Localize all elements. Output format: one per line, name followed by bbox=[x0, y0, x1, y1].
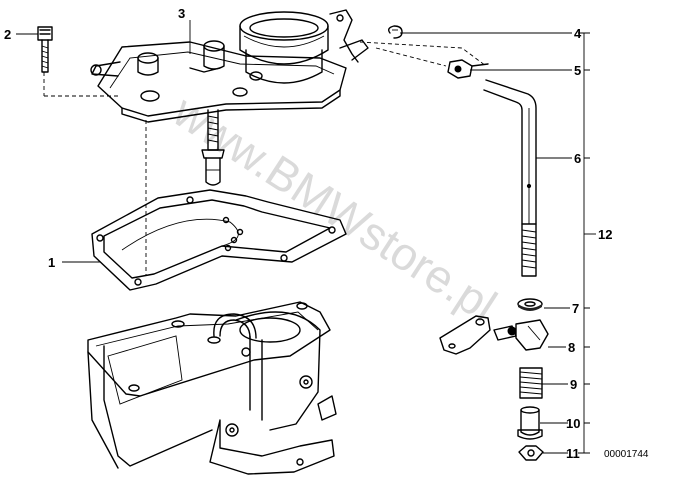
callout-4: 4 bbox=[574, 26, 582, 41]
spring-part bbox=[519, 367, 543, 399]
callout-12: 12 bbox=[598, 227, 612, 242]
callout-1: 1 bbox=[48, 255, 55, 270]
watermark: www.BMWstore.pl bbox=[164, 84, 506, 331]
screw-part bbox=[37, 26, 53, 73]
callout-9: 9 bbox=[570, 377, 577, 392]
nut-part bbox=[518, 445, 544, 461]
callout-6: 6 bbox=[574, 151, 581, 166]
callouts: 1 2 3 4 5 6 7 8 9 10 11 12 bbox=[4, 6, 612, 461]
gasket-part bbox=[91, 189, 347, 291]
washer-part bbox=[517, 298, 543, 311]
carburetor-body bbox=[87, 301, 337, 475]
leader-lines bbox=[16, 20, 596, 454]
clip-part bbox=[387, 25, 403, 39]
callout-8: 8 bbox=[568, 340, 575, 355]
callout-2: 2 bbox=[4, 27, 11, 42]
connecting-rod-part bbox=[483, 79, 537, 277]
callout-7: 7 bbox=[572, 301, 579, 316]
callout-11: 11 bbox=[566, 446, 580, 461]
sleeve-part bbox=[517, 406, 543, 440]
callout-5: 5 bbox=[574, 63, 581, 78]
callout-10: 10 bbox=[566, 416, 580, 431]
assembly-lines bbox=[43, 41, 487, 276]
callout-3: 3 bbox=[178, 6, 185, 21]
lever-fork-part bbox=[439, 315, 549, 355]
ball-joint-part bbox=[447, 59, 489, 79]
document-number: 00001744 bbox=[604, 449, 649, 460]
carburetor-cover-part bbox=[90, 9, 369, 186]
